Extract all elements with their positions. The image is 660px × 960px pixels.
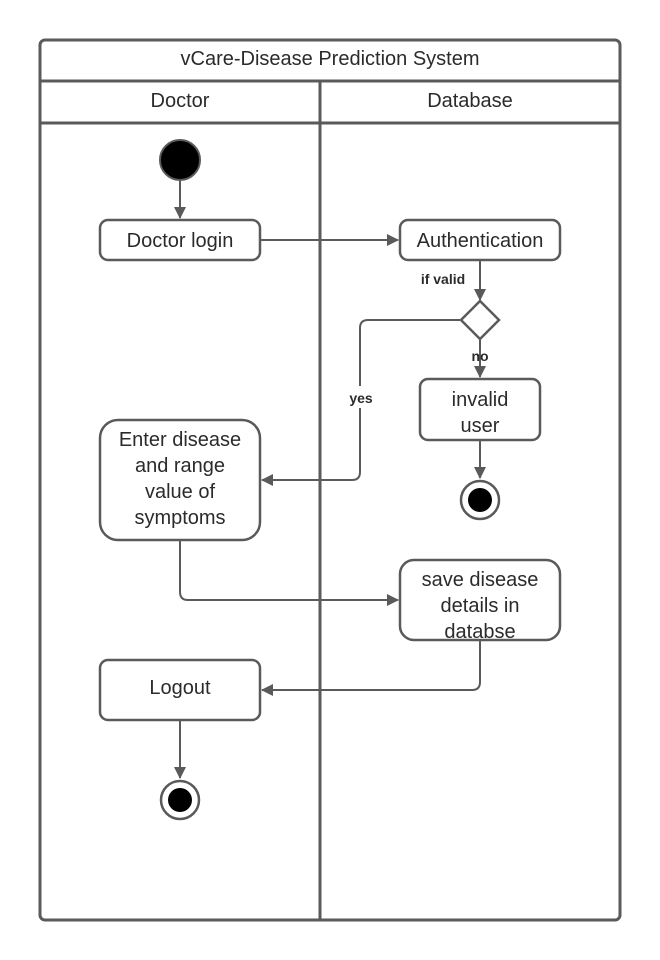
lane-database-label: Database	[427, 90, 513, 112]
edge-label-yes: yes	[349, 390, 373, 406]
action-invalid-user	[418, 377, 542, 442]
action-enter-disease-line-2: and range	[135, 455, 225, 477]
action-authentication	[398, 218, 562, 262]
edge-enter-to-save	[179, 540, 399, 606]
action-enter-disease-line-4: symptoms	[134, 507, 225, 529]
action-doctor-login-label: Doctor login	[127, 230, 234, 252]
edge-label-if-valid: if valid	[421, 271, 465, 287]
start-node	[159, 139, 201, 181]
action-save-details-line-1: save disease	[422, 569, 539, 591]
action-logout	[98, 658, 262, 722]
decision-node	[459, 299, 501, 341]
lane-doctor-label: Doctor	[151, 90, 210, 112]
action-enter-disease-line-3: value of	[145, 481, 215, 503]
action-enter-disease-line-1: Enter disease	[119, 429, 241, 451]
action-doctor-login	[98, 218, 262, 262]
action-save-details-line-2: details in	[441, 595, 520, 617]
edge-label-yes-bg	[345, 386, 377, 408]
edge-save-to-logout	[261, 640, 481, 696]
edge-label-no: no	[471, 348, 488, 364]
action-enter-disease	[98, 418, 262, 542]
action-invalid-user-line-2: user	[461, 415, 500, 437]
diagram-title: vCare-Disease Prediction System	[181, 48, 480, 70]
end-node-invalid-core	[468, 488, 492, 512]
end-node-logout-core	[168, 788, 192, 812]
action-save-details-line-3: databse	[444, 621, 515, 643]
action-invalid-user-line-1: invalid	[452, 389, 509, 411]
action-save-details	[398, 558, 562, 642]
action-authentication-label: Authentication	[417, 230, 544, 252]
action-logout-label: Logout	[149, 677, 211, 699]
